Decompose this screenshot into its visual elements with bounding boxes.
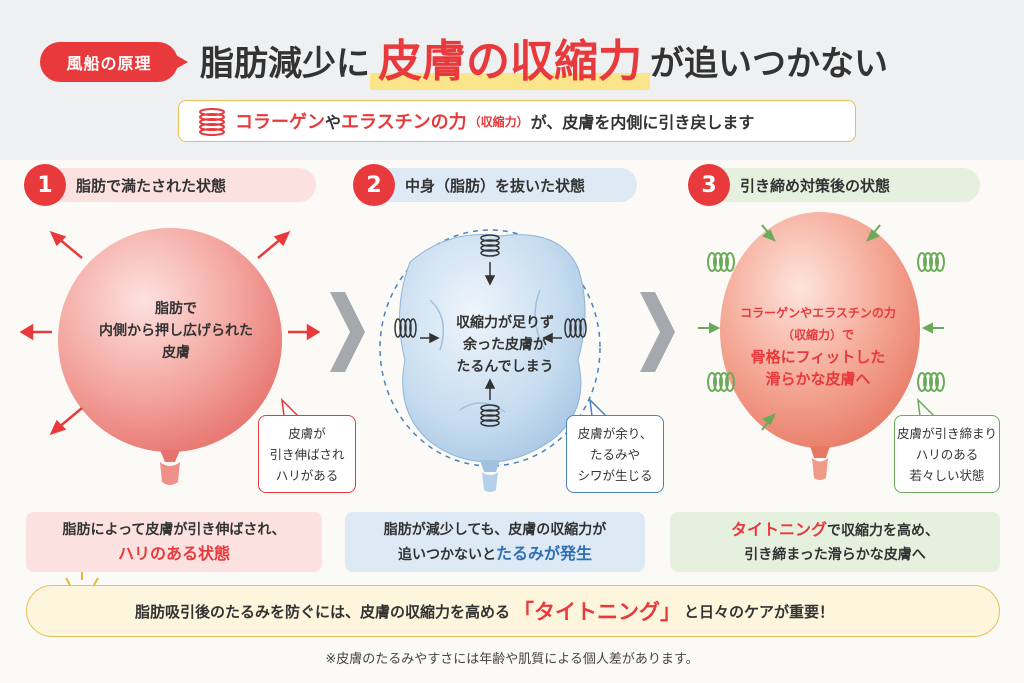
callout-line: ハリがある [275,468,339,483]
balloon-tightened [720,212,920,480]
step-1-text: 脂肪で満たされた状態 [76,176,227,195]
callout-line: ハリのある [915,447,979,462]
subtitle-elastin: エラスチンの力 [341,112,467,133]
balloon-3-text: コラーゲンやエラスチンの力 （収縮力）で 骨格にフィットした 滑らかな皮膚へ [738,302,898,390]
balloon-2-line: 余った皮膚が [463,337,547,353]
balloon-3-line: コラーゲンやエラスチンの力 [740,306,896,320]
balloon-3-line: 骨格にフィットした [750,348,886,366]
callout-sagging: 皮膚が余り、 たるみや シワが生じる [566,415,664,493]
callout-line: 若々しい状態 [909,468,985,483]
summary-step-3: タイトニングで収縮力を高め、 引き締まった滑らかな皮膚へ [670,512,1000,572]
bottom-message: 脂肪吸引後のたるみを防ぐには、皮膚の収縮力を高める 「タイトニング」 と日々のケ… [26,585,1000,637]
spring-coil-icon [707,252,945,392]
balloon-2-text: 収縮力が足りず 余った皮膚が たるんでしまう [430,312,580,378]
callout-line: 皮膚が余り、 [577,426,653,441]
summary-line: 追いつかないと [397,547,496,563]
footnote: ※皮膚のたるみやすさには年齢や肌質による個人差があります。 [325,652,699,667]
summary-line: 脂肪によって皮膚が引き伸ばされ、 [62,522,286,538]
tighten-arrows [698,224,944,431]
callout-line: 皮膚が [288,426,326,441]
arrow-right-icon [330,292,365,372]
bottom-before: 脂肪吸引後のたるみを防ぐには、皮膚の収縮力を高める [135,602,511,621]
step-1-label: 1 脂肪で満たされた状態 [24,164,316,206]
title-before: 脂肪減少に [200,44,370,84]
summary-step-1: 脂肪によって皮膚が引き伸ばされ、 ハリのある状態 [26,512,322,572]
callout-tightened: 皮膚が引き締まり ハリのある 若々しい状態 [894,415,1000,493]
summary-highlight: ハリのある状態 [117,544,230,563]
balloon-deflated [379,229,601,492]
subtitle-ya: や [325,113,342,132]
weak-arrows [420,262,562,400]
callout-line: 皮膚が引き締まり [896,426,997,441]
bottom-keyword: 「タイトニング」 [513,600,682,624]
summary-line: 脂肪が減少しても、皮膚の収縮力が [383,522,607,538]
page-title: 脂肪減少に 皮膚の収縮力 が追いつかない [200,30,888,90]
callout-line: たるみや [589,447,640,462]
subtitle-box: コラーゲン や エラスチンの力 （収縮力） が、皮膚を内側に引き戻します [178,100,856,142]
callout-stretched: 皮膚が 引き伸ばされ ハリがある [258,415,356,493]
arrow-right-icon [640,292,675,372]
callout-line: シワが生じる [577,468,653,483]
step-2-text: 中身（脂肪）を抜いた状態 [405,176,586,195]
bottom-after: と日々のケアが重要！ [684,602,835,621]
expand-arrows [19,230,321,436]
summary-highlight: タイトニング [730,520,827,539]
principle-badge: 風船の原理 [40,42,188,82]
balloon-1-line: 皮膚 [162,345,190,361]
step-2-label: 2 中身（脂肪）を抜いた状態 [353,164,637,206]
balloon-3-line: 滑らかな皮膚へ [765,370,871,388]
spring-coil-icon [394,234,587,427]
balloon-filled [58,228,282,485]
summary-line: 引き締まった滑らかな皮膚へ [744,547,926,563]
title-highlight: 皮膚の収縮力 [370,34,650,90]
subtitle-rest: が、皮膚を内側に引き戻します [530,113,755,132]
callout-line: 引き伸ばされ [269,447,345,462]
balloon-1-line: 脂肪で [155,301,197,317]
balloon-2-line: たるんでしまう [456,359,554,375]
balloon-1-line: 内側から押し広げられた [99,323,253,339]
step-1-number: 1 [24,164,66,206]
summary-step-2: 脂肪が減少しても、皮膚の収縮力が 追いつかないとたるみが発生 [345,512,645,572]
step-3-text: 引き締め対策後の状態 [740,176,891,195]
subtitle-collagen: コラーゲン [235,112,325,133]
step-3-label: 3 引き締め対策後の状態 [688,164,980,206]
step-3-number: 3 [688,164,730,206]
spring-coil-icon [199,108,225,136]
title-after: が追いつかない [650,44,888,84]
summary-line: で収縮力を高め、 [827,523,939,539]
summary-highlight: たるみが発生 [495,544,592,563]
balloon-3-line: （収縮力）で [781,328,854,342]
subtitle-contraction: （収縮力） [468,114,529,129]
balloon-1-text: 脂肪で 内側から押し広げられた 皮膚 [96,298,256,364]
step-2-number: 2 [353,164,395,206]
balloon-2-line: 収縮力が足りず [456,315,554,331]
